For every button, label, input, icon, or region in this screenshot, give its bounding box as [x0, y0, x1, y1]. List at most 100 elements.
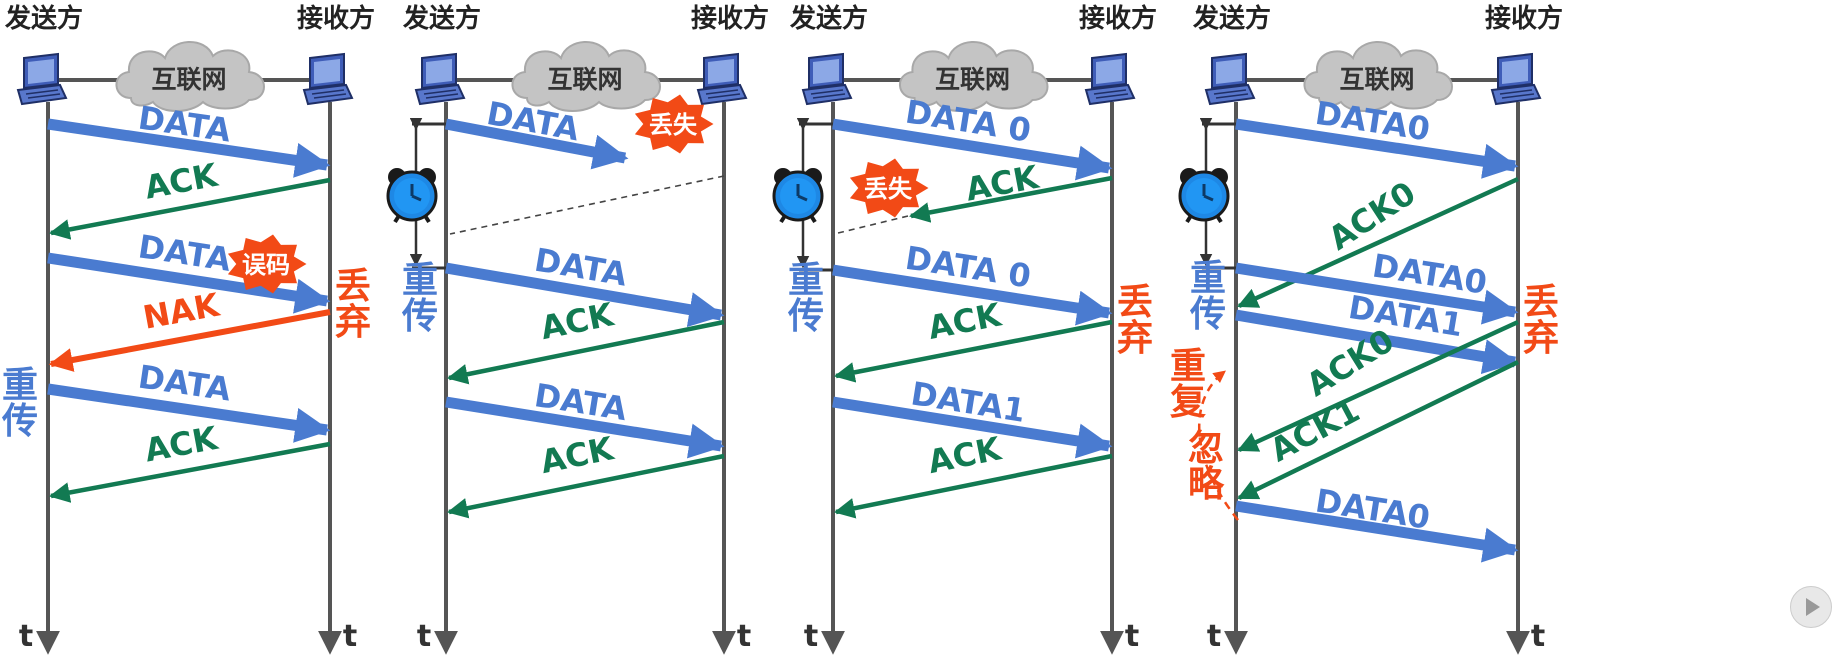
ack-arrow: [1237, 359, 1519, 501]
ack-arrow: [446, 319, 725, 385]
discard-label: 丢: [1523, 282, 1559, 323]
badge-text: 误码: [242, 251, 290, 279]
data-arrow: [832, 396, 1113, 459]
data-arrow: [1235, 500, 1519, 563]
duplicate-ignore-label: 忽: [1188, 428, 1224, 469]
retransmit-label: 传: [401, 296, 438, 337]
data-arrow: [47, 383, 331, 443]
data-arrow: [832, 264, 1113, 326]
data-arrow: [1235, 118, 1519, 179]
time-axis-label: t: [19, 619, 33, 654]
time-axis-label: t: [737, 619, 751, 654]
internet-label: 互联网: [547, 65, 622, 94]
receiver-laptop-icon: [697, 53, 747, 105]
burst-shape: [634, 94, 714, 154]
ack-label: ACK: [925, 295, 1005, 346]
receiver-laptop-icon: [303, 53, 353, 105]
receiver-laptop-icon: [1491, 53, 1541, 105]
play-button[interactable]: [1790, 586, 1832, 628]
time-axis-label: t: [1207, 619, 1221, 654]
error-badge: 误码: [227, 234, 307, 294]
duplicate-ignore-label: 略: [1188, 464, 1225, 505]
data-arrow: [47, 252, 331, 314]
ack-label: ACK: [925, 429, 1005, 481]
sender-label: 发送方: [1192, 3, 1271, 34]
data-arrow: [832, 118, 1113, 181]
retransmit-label: 重: [402, 260, 438, 301]
internet-label: 互联网: [935, 65, 1010, 94]
data-arrow: [1235, 262, 1519, 325]
receiver-label: 接收方: [1079, 3, 1157, 34]
lost-badge: 丢失: [634, 94, 714, 154]
time-axis-label: t: [1531, 619, 1545, 654]
lost-badge: 丢失: [849, 158, 929, 218]
discard-label: 弃: [1523, 318, 1559, 359]
data-arrow: [445, 396, 725, 459]
internet-label: 互联网: [151, 65, 226, 94]
ack-arrow: [1237, 176, 1519, 309]
receiver-laptop-icon: [1085, 53, 1135, 105]
ack-label: ACK: [142, 419, 222, 470]
receiver-label: 接收方: [297, 3, 375, 34]
badge-text: 丢失: [649, 111, 698, 139]
laptop-shape: [697, 53, 747, 105]
ack-arrow: [908, 175, 1113, 223]
ack-arrow: [48, 441, 331, 503]
laptop-shape: [1085, 53, 1135, 105]
retransmit-label: 重: [788, 260, 824, 301]
time-axis-label: t: [343, 619, 357, 654]
discard-label: 弃: [335, 302, 371, 343]
nak-arrow: [48, 309, 331, 372]
laptop-shape: [1205, 53, 1255, 105]
laptop-shape: [1491, 53, 1541, 105]
ack-arrow: [48, 177, 331, 240]
sender-laptop-icon: [802, 53, 852, 105]
burst-shape: [849, 158, 929, 218]
data-arrow: [47, 118, 331, 178]
ack-label: ACK: [537, 295, 617, 347]
ack-arrow: [1237, 319, 1519, 453]
ack-arrow: [446, 453, 725, 519]
timeout-dashed-line: [449, 175, 725, 235]
ack-label: ACK1: [1264, 391, 1366, 469]
time-axis-label: t: [1125, 619, 1139, 654]
discard-label: 丢: [1117, 282, 1153, 323]
clock-shape: [1178, 166, 1230, 224]
ack-label: ACK: [963, 158, 1043, 209]
alarm-clock-icon: [386, 166, 438, 224]
discard-label: 弃: [1117, 318, 1153, 359]
ack-arrow: [833, 319, 1113, 383]
sender-laptop-icon: [17, 53, 67, 105]
internet-label: 互联网: [1339, 65, 1414, 94]
badge-text: 丢失: [864, 175, 913, 203]
receiver-label: 接收方: [1485, 3, 1563, 34]
time-axis-label: t: [417, 619, 431, 654]
nak-label: NAK: [140, 285, 223, 336]
laptop-shape: [415, 53, 465, 105]
laptop-shape: [17, 53, 67, 105]
duplicate-ignore-label: 重: [1170, 346, 1206, 387]
time-axis-label: t: [804, 619, 818, 654]
laptop-shape: [303, 53, 353, 105]
alarm-clock-icon: [1178, 166, 1230, 224]
retransmit-label: 重: [1190, 258, 1226, 299]
data-arrow: [444, 118, 629, 170]
retransmit-label: 传: [787, 296, 824, 337]
data-arrow: [445, 262, 725, 328]
laptop-shape: [802, 53, 852, 105]
burst-shape: [227, 234, 307, 294]
sender-laptop-icon: [415, 53, 465, 105]
sender-label: 发送方: [789, 3, 868, 34]
retransmit-label: 传: [1189, 294, 1226, 335]
retransmit-label: 传: [1, 401, 38, 442]
retransmit-label: 重: [2, 365, 38, 406]
ack-label: ACK: [142, 156, 222, 207]
data-arrow: [1235, 309, 1519, 375]
ack-arrow: [833, 453, 1113, 519]
ack-label: ACK: [537, 429, 617, 481]
